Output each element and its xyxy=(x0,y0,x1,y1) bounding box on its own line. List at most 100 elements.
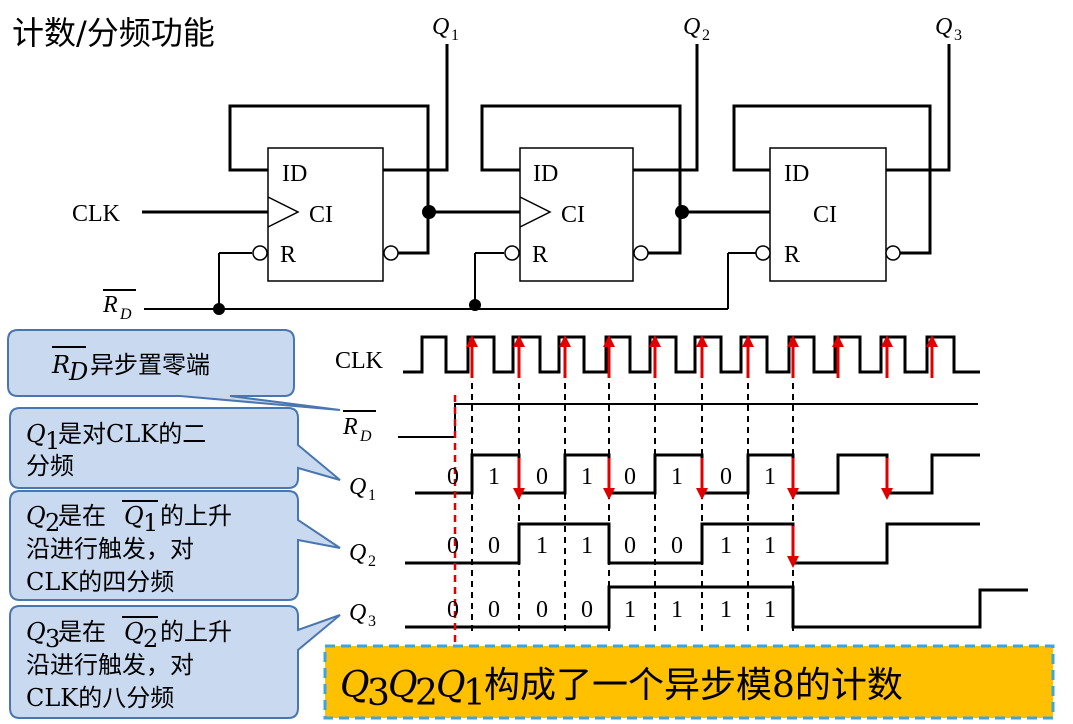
callout-rd: R D 异步置零端 xyxy=(7,329,341,411)
callout-rd-text: 异步置零端 xyxy=(90,351,210,379)
svg-text:Q: Q xyxy=(432,14,449,40)
svg-text:R: R xyxy=(342,414,358,440)
clk-trigger-arrow xyxy=(832,335,844,378)
timing-label-clk: CLK xyxy=(335,348,384,374)
svg-text:的上升: 的上升 xyxy=(160,618,232,646)
ff2-ci-label: CI xyxy=(561,202,585,228)
svg-text:Q: Q xyxy=(349,600,366,626)
q2-state-value: 0 xyxy=(671,533,683,559)
q1-state-value: 1 xyxy=(671,464,683,490)
svg-text:2: 2 xyxy=(45,509,60,537)
q2-state-value: 0 xyxy=(488,533,500,559)
svg-text:R: R xyxy=(102,292,118,318)
ff1-ci-label: CI xyxy=(309,202,333,228)
q1-trigger-arrow xyxy=(513,458,525,500)
q1-state-value: 0 xyxy=(536,464,548,490)
svg-text:2: 2 xyxy=(415,673,438,714)
clk-trigger-arrow xyxy=(742,335,754,378)
ff1-r-label: R xyxy=(280,242,296,268)
svg-text:Q: Q xyxy=(388,665,418,706)
flip-flop-2: ID CI R xyxy=(504,147,649,282)
q1-trigger-arrow xyxy=(881,458,893,500)
q1-state-value: 1 xyxy=(488,464,500,490)
svg-text:R: R xyxy=(51,351,70,379)
svg-text:D: D xyxy=(68,358,88,386)
q2-state-value: 1 xyxy=(536,533,548,559)
q3-state-value: 1 xyxy=(764,597,776,623)
svg-text:1: 1 xyxy=(143,509,158,537)
flip-flop-1: ID CI R xyxy=(252,147,399,282)
rd-waveform xyxy=(398,403,978,438)
svg-text:的上升: 的上升 xyxy=(160,502,232,530)
ff3-r-label: R xyxy=(784,242,800,268)
clk-input-label: CLK xyxy=(72,201,121,227)
rd-input-label: R D xyxy=(102,289,136,323)
q2-trigger-arrow xyxy=(787,526,799,568)
timing-label-q1: Q 1 xyxy=(349,474,376,504)
q2-state-value: 1 xyxy=(581,533,593,559)
q1-trigger-arrow xyxy=(696,458,708,500)
timing-label-rd: R D xyxy=(342,410,376,445)
clk-trigger-arrow xyxy=(513,335,525,378)
clk-trigger-arrow xyxy=(559,335,571,378)
svg-text:3: 3 xyxy=(368,613,376,630)
svg-text:2: 2 xyxy=(702,27,710,44)
svg-text:D: D xyxy=(359,428,372,445)
q1-output-label: Q 1 xyxy=(432,14,459,44)
q3-state-value: 1 xyxy=(671,597,683,623)
svg-text:3: 3 xyxy=(367,673,390,714)
svg-text:1: 1 xyxy=(45,427,60,455)
svg-text:Q: Q xyxy=(935,14,952,40)
svg-text:Q: Q xyxy=(436,665,466,706)
q3-state-value: 1 xyxy=(720,597,732,623)
timing-diagram: CLK R D Q 1 Q 2 Q 3 xyxy=(335,335,1028,645)
q3-state-value: 0 xyxy=(581,597,593,623)
svg-text:Q: Q xyxy=(26,618,46,646)
callout-q1: Q 1 是对CLK的二 分频 xyxy=(9,407,341,489)
callout-q2-line3: CLK的四分频 xyxy=(26,568,174,596)
callout-q3-line2: 沿进行触发，对 xyxy=(26,651,194,679)
svg-text:是在: 是在 xyxy=(58,502,106,530)
flip-flop-3: ID CI R xyxy=(755,147,901,282)
clk-trigger-arrow xyxy=(603,335,615,378)
summary-banner: Q 3 Q 2 Q 1 构成了一个异步模8的计数 xyxy=(323,644,1055,720)
clk-trigger-arrow xyxy=(649,335,661,378)
q1-trigger-arrow xyxy=(787,458,799,500)
svg-text:Q: Q xyxy=(349,474,366,500)
timing-label-q2: Q 2 xyxy=(349,540,376,570)
q2-state-value: 0 xyxy=(447,533,459,559)
banner-text: 构成了一个异步模8的计数 xyxy=(484,665,903,706)
ff3-ci-label: CI xyxy=(813,202,837,228)
svg-text:1: 1 xyxy=(451,27,459,44)
svg-text:Q: Q xyxy=(340,665,370,706)
callout-q2: Q 2 是在 Q 1 的上升 沿进行触发，对 CLK的四分频 xyxy=(9,490,341,601)
q1-state-value: 0 xyxy=(624,464,636,490)
svg-text:Q: Q xyxy=(683,14,700,40)
svg-text:Q: Q xyxy=(124,502,144,530)
callout-q2-line2: 沿进行触发，对 xyxy=(26,535,194,563)
clk-trigger-arrow xyxy=(787,335,799,378)
q1-trigger-arrow xyxy=(603,458,615,500)
svg-text:Q: Q xyxy=(26,420,46,448)
svg-text:Q: Q xyxy=(349,540,366,566)
q2-state-value: 0 xyxy=(624,533,636,559)
timing-label-q3: Q 3 xyxy=(349,600,376,630)
page-title: 计数/分频功能 xyxy=(12,14,215,52)
callout-q1-line1: 是对CLK的二 xyxy=(58,420,206,448)
svg-text:3: 3 xyxy=(954,27,962,44)
ff1-id-label: ID xyxy=(282,161,307,187)
ff2-r-label: R xyxy=(532,242,548,268)
q3-state-value: 1 xyxy=(624,597,636,623)
q1-state-value: 0 xyxy=(720,464,732,490)
svg-text:D: D xyxy=(119,306,132,323)
callout-q3: Q 3 是在 Q 2 的上升 沿进行触发，对 CLK的八分频 xyxy=(9,605,341,719)
q2-state-value: 1 xyxy=(764,533,776,559)
ff3-id-label: ID xyxy=(784,161,809,187)
svg-text:2: 2 xyxy=(143,625,158,653)
clk-waveform xyxy=(403,335,980,374)
clk-trigger-arrow xyxy=(926,335,938,378)
svg-text:1: 1 xyxy=(368,487,376,504)
callout-q1-line2: 分频 xyxy=(26,452,74,480)
flip-flop-circuit: CLK R D ID CI R xyxy=(72,14,962,323)
